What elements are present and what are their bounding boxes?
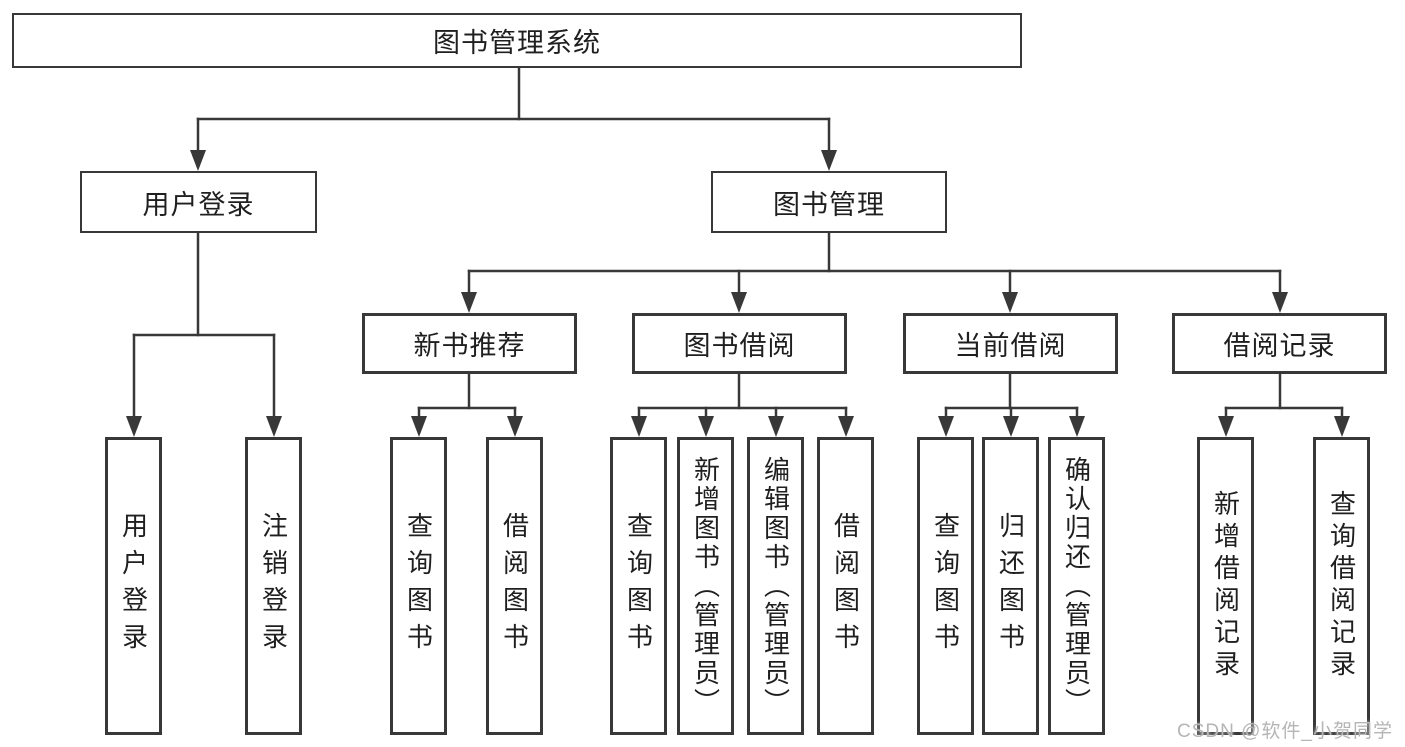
node-leaf-user-login: 用户登录: [105, 437, 162, 735]
node-leaf-query-books-current: 查询图书: [917, 437, 974, 735]
arrowhead: [698, 416, 714, 437]
node-label: 图书管理: [773, 189, 885, 220]
arrowhead: [631, 416, 647, 437]
node-label: 查询图书: [623, 512, 654, 660]
node-book-borrow: 图书借阅: [632, 313, 847, 374]
node-label: 归还图书: [995, 512, 1026, 660]
node-label: 新增图书（管理员）: [690, 455, 721, 717]
arrowhead: [1272, 292, 1288, 313]
node-leaf-query-borrow-record: 查询借阅记录: [1313, 437, 1370, 735]
node-label: 借阅图书: [499, 512, 530, 660]
node-leaf-add-borrow-record: 新增借阅记录: [1197, 437, 1254, 735]
arrowhead: [190, 150, 206, 171]
node-user-login-branch: 用户登录: [80, 171, 317, 233]
arrowhead: [126, 416, 142, 437]
node-label: 图书管理系统: [433, 28, 601, 58]
node-book-management: 图书管理: [711, 171, 947, 233]
arrowhead: [507, 416, 523, 437]
node-leaf-query-books-borrow: 查询图书: [610, 437, 667, 735]
node-label: 借阅图书: [830, 512, 861, 660]
node-label: 查询借阅记录: [1326, 490, 1357, 682]
node-new-book-recommend: 新书推荐: [362, 313, 577, 374]
node-label: 新增借阅记录: [1210, 490, 1241, 682]
arrowhead: [821, 150, 837, 171]
node-leaf-borrow-books-recommend: 借阅图书: [486, 437, 543, 735]
node-leaf-confirm-return-admin: 确认归还（管理员）: [1048, 437, 1105, 735]
node-label: 确认归还（管理员）: [1061, 455, 1092, 717]
arrowhead: [1003, 416, 1019, 437]
node-label: 借阅记录: [1223, 331, 1336, 361]
arrowhead: [461, 292, 477, 313]
node-label: 新书推荐: [413, 331, 526, 361]
arrowhead: [1218, 416, 1234, 437]
arrowhead: [411, 416, 427, 437]
node-label: 当前借阅: [954, 331, 1067, 361]
arrowhead: [768, 416, 784, 437]
arrowhead: [1002, 292, 1018, 313]
node-label: 编辑图书（管理员）: [760, 455, 791, 717]
arrowhead: [266, 416, 282, 437]
node-current-borrow: 当前借阅: [903, 313, 1118, 374]
node-leaf-query-books-recommend: 查询图书: [390, 437, 447, 735]
node-borrow-records: 借阅记录: [1172, 313, 1387, 374]
node-leaf-borrow-books: 借阅图书: [817, 437, 874, 735]
arrowhead: [1069, 416, 1085, 437]
csdn-watermark: CSDN @软件_小贺同学: [1177, 721, 1393, 742]
arrowhead: [938, 416, 954, 437]
node-root-system: 图书管理系统: [12, 13, 1022, 68]
arrowhead: [838, 416, 854, 437]
arrowhead: [731, 292, 747, 313]
node-label: 图书借阅: [683, 331, 796, 361]
node-label: 用户登录: [142, 189, 255, 220]
node-leaf-logout: 注销登录: [245, 437, 302, 735]
node-leaf-return-books: 归还图书: [982, 437, 1039, 735]
node-label: 查询图书: [930, 512, 961, 660]
arrowhead: [1334, 416, 1350, 437]
node-leaf-add-books-admin: 新增图书（管理员）: [677, 437, 734, 735]
node-leaf-edit-books-admin: 编辑图书（管理员）: [747, 437, 804, 735]
node-label: 查询图书: [403, 512, 434, 660]
node-label: 注销登录: [258, 512, 289, 660]
node-label: 用户登录: [118, 512, 149, 660]
